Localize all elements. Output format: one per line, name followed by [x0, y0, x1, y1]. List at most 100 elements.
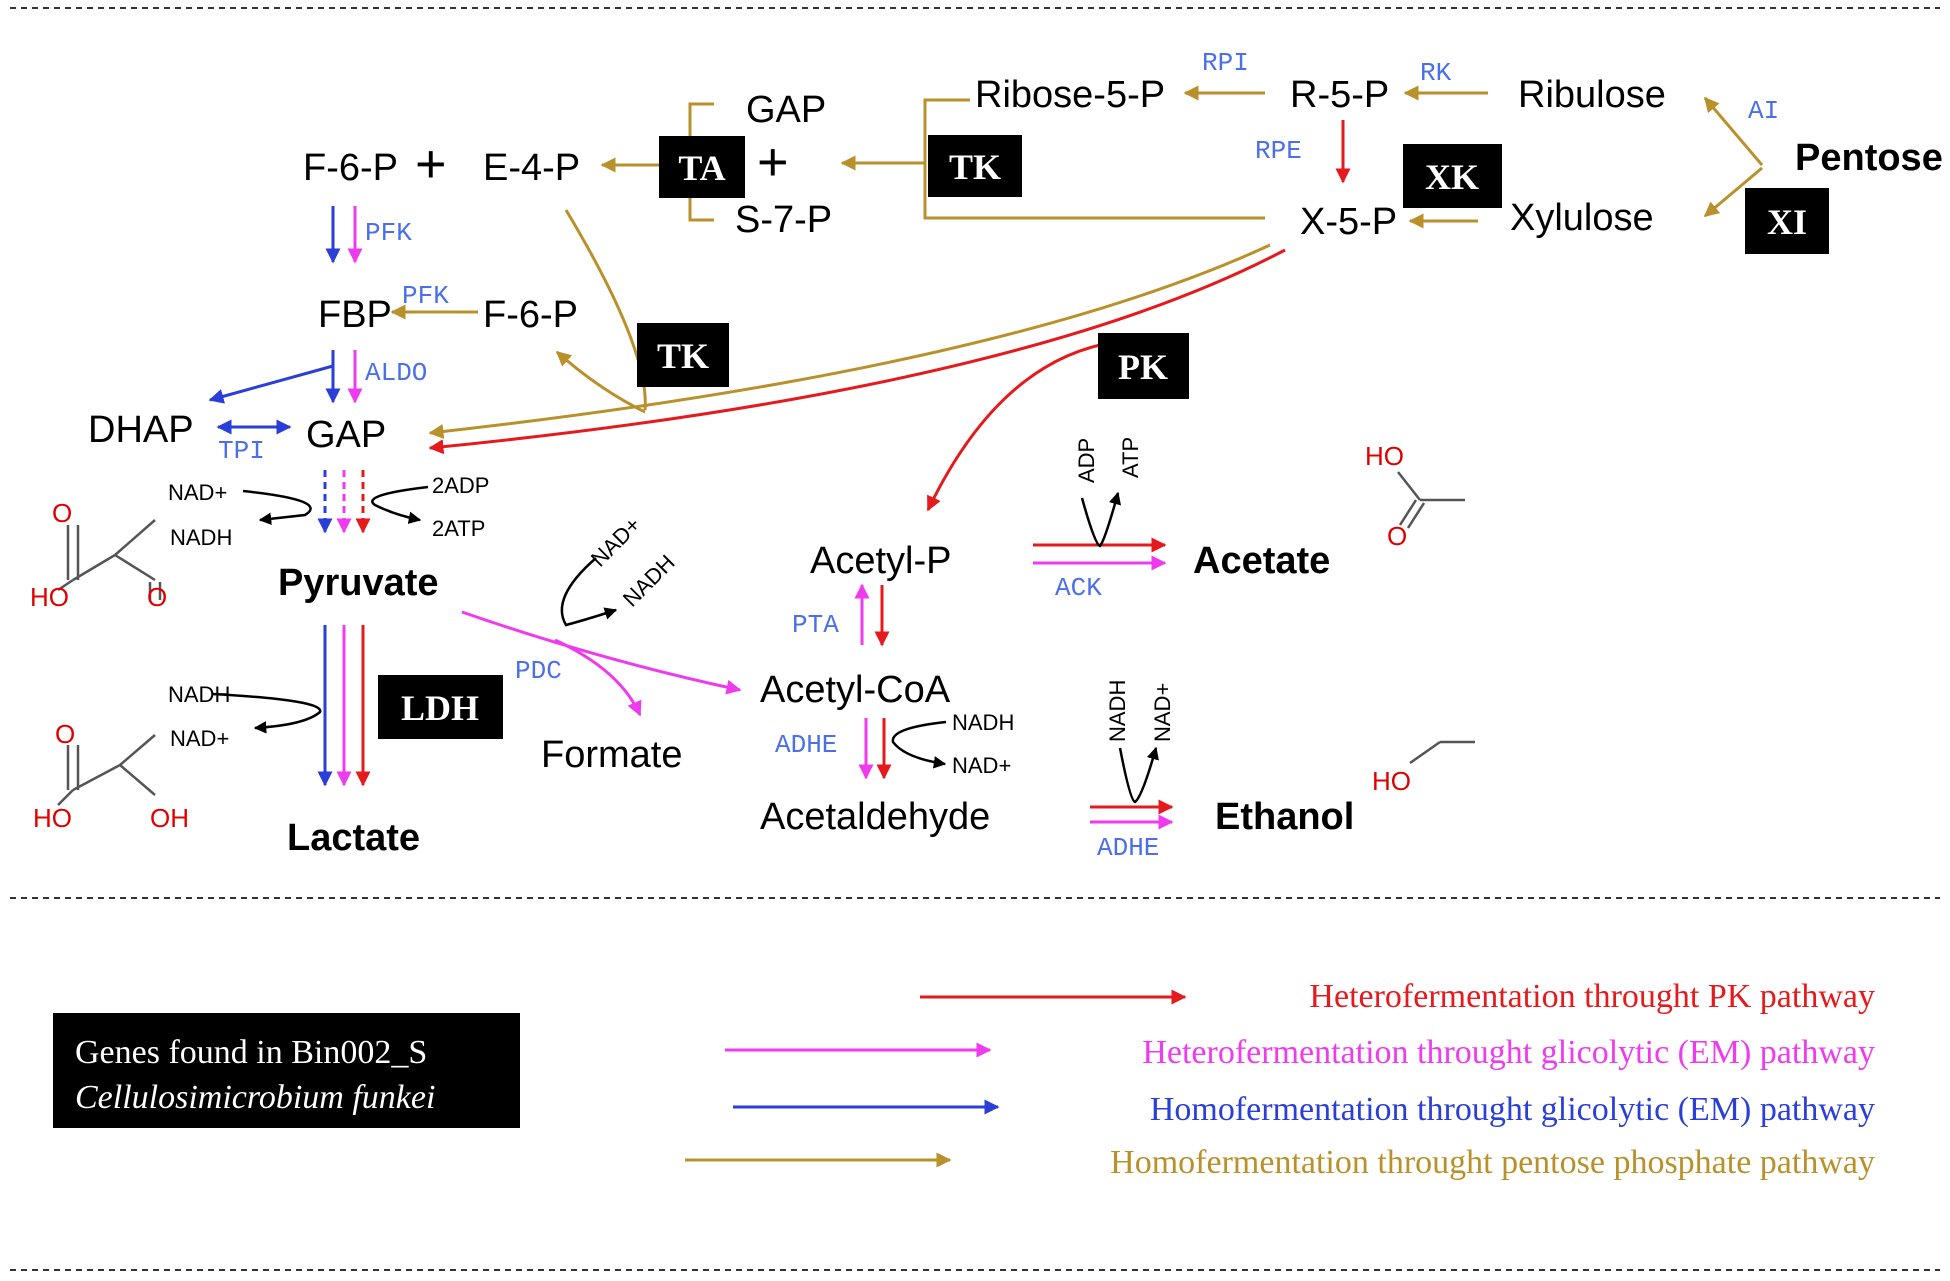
legend: Heterofermentation throught PK pathway H…	[685, 978, 1875, 1181]
enzyme-pfk-2: PFK	[402, 281, 449, 311]
enzyme-rpe: RPE	[1255, 136, 1302, 166]
pyruvate-o-label: O	[52, 498, 72, 528]
plus-sign-1: +	[415, 134, 447, 194]
metabolite-f6p-top: F-6-P	[303, 147, 398, 189]
tk-bracket	[923, 98, 1265, 220]
cofactor-nad-adhe: NAD+	[952, 753, 1011, 778]
metabolite-ribulose: Ribulose	[1518, 74, 1666, 116]
enzyme-ack: ACK	[1055, 573, 1102, 603]
metabolite-formate: Formate	[541, 734, 682, 776]
pyruvate-o2-label: O	[147, 582, 167, 612]
genes-found-box: Genes found in Bin002_S Cellulosimicrobi…	[53, 1013, 520, 1128]
acetate-ho-label: HO	[1365, 441, 1404, 471]
metabolite-acetate: Acetate	[1193, 540, 1330, 582]
gene-box-ta: TA	[659, 136, 745, 198]
cofactor-nadh-ldh: NADH	[168, 682, 230, 707]
legend-item-pentose: Homofermentation throught pentose phosph…	[685, 1144, 1875, 1181]
cof-arrow-ldh	[211, 692, 322, 734]
gene-box-xi: XI	[1745, 188, 1829, 254]
enzyme-adhe-2: ADHE	[1097, 833, 1159, 863]
cofactor-nadh-pdc: NADH	[618, 550, 680, 612]
cofactor-atp-gly: 2ATP	[432, 516, 485, 541]
svg-text:LDH: LDH	[401, 688, 479, 728]
ethanol-structure	[1409, 740, 1475, 765]
legend-label-pentose: Homofermentation throught pentose phosph…	[1110, 1144, 1875, 1181]
metabolite-acetyl-p: Acetyl-P	[810, 540, 951, 582]
pyruvate-ho-label: HO	[30, 582, 69, 612]
lactate-oh-label: OH	[150, 803, 189, 833]
legend-item-em-hetero: Heterofermentation throught glicolytic (…	[725, 1034, 1875, 1071]
gene-box-tk-2: TK	[637, 323, 729, 387]
lactate-structure	[57, 734, 156, 806]
cofactor-atp-ack: ATP	[1118, 437, 1143, 478]
genes-found-organism: Cellulosimicrobium funkei	[75, 1079, 435, 1116]
cofactor-nadh-gly: NADH	[170, 525, 232, 550]
svg-text:PK: PK	[1118, 347, 1168, 387]
legend-item-pk: Heterofermentation throught PK pathway	[920, 978, 1875, 1015]
metabolite-x5p: X-5-P	[1300, 201, 1397, 243]
arrow-pentose-ribulose	[1703, 96, 1764, 166]
legend-label-em-hetero: Heterofermentation throught glicolytic (…	[1142, 1034, 1875, 1071]
arrow-pdc-formate	[554, 638, 642, 717]
svg-text:TK: TK	[949, 147, 1001, 187]
enzyme-rk: RK	[1420, 58, 1452, 88]
cof-arrow-pdc	[560, 557, 618, 627]
cofactor-nad-pdc: NAD+	[586, 512, 646, 572]
metabolite-ribose5p: Ribose-5-P	[975, 74, 1165, 116]
svg-text:TK: TK	[657, 336, 709, 376]
enzyme-pta: PTA	[792, 610, 839, 640]
cof-arrow-ack	[1080, 491, 1122, 548]
tk2-path	[564, 209, 647, 411]
plus-sign-2: +	[757, 132, 789, 192]
enzyme-aldo: ALDO	[365, 358, 427, 388]
ethanol-ho-label: HO	[1372, 766, 1411, 796]
enzyme-tpi: TPI	[218, 436, 265, 466]
lactate-o-label: O	[55, 719, 75, 749]
cofactor-nadh-eth: NADH	[1105, 680, 1130, 742]
gene-box-xk: XK	[1403, 144, 1502, 208]
legend-label-pk: Heterofermentation throught PK pathway	[1309, 978, 1875, 1015]
svg-text:XI: XI	[1767, 202, 1807, 242]
metabolite-ethanol: Ethanol	[1215, 796, 1354, 838]
cof-arrow-nad-gly	[242, 489, 312, 525]
gene-box-ldh: LDH	[378, 675, 503, 739]
metabolite-gap: GAP	[306, 414, 386, 456]
enzyme-rpi: RPI	[1202, 48, 1249, 78]
enzyme-ai: AI	[1748, 96, 1779, 126]
cofactor-nadh-adhe: NADH	[952, 710, 1014, 735]
arrow-fbp-dhap	[208, 364, 334, 404]
metabolite-f6p-mid: F-6-P	[483, 294, 578, 336]
svg-text:XK: XK	[1425, 157, 1479, 197]
lactate-ho-label: HO	[33, 803, 72, 833]
enzyme-pfk-1: PFK	[365, 218, 412, 248]
enzyme-pdc: PDC	[515, 656, 562, 686]
svg-text:TA: TA	[678, 148, 725, 188]
acetate-structure	[1397, 471, 1465, 529]
cofactor-adp-ack: ADP	[1074, 438, 1099, 483]
metabolite-acetaldehyde: Acetaldehyde	[760, 796, 990, 838]
metabolite-lactate: Lactate	[287, 817, 420, 859]
gene-box-pk: PK	[1098, 333, 1189, 399]
cof-arrow-eth	[1118, 746, 1159, 804]
arrow-tk2-f6p	[555, 350, 646, 414]
cofactor-nad-ldh: NAD+	[170, 726, 229, 751]
enzyme-adhe-1: ADHE	[775, 730, 837, 760]
legend-item-em-homo: Homofermentation throught glicolytic (EM…	[733, 1091, 1875, 1128]
arrow-pk-acetylp	[926, 340, 1116, 512]
genes-found-title: Genes found in Bin002_S	[75, 1034, 427, 1071]
arrow-pentose-xylulose	[1703, 166, 1763, 218]
metabolite-pentose: Pentose	[1795, 137, 1943, 179]
metabolite-acetyl-coa: Acetyl-CoA	[760, 669, 951, 711]
metabolite-r5p: R-5-P	[1290, 74, 1389, 116]
metabolite-pyruvate: Pyruvate	[278, 562, 439, 604]
arrow-pyr-acetylcoa	[461, 610, 742, 695]
metabolite-s7p: S-7-P	[735, 199, 832, 241]
arrow-x5p-gap-gold	[428, 243, 1271, 439]
cof-arrow-adp-gly	[371, 485, 429, 524]
legend-label-em-homo: Homofermentation throught glicolytic (EM…	[1150, 1091, 1875, 1128]
cof-arrow-adhe	[891, 720, 947, 769]
metabolite-e4p: E-4-P	[483, 147, 580, 189]
metabolite-gap-top: GAP	[746, 89, 826, 131]
metabolite-xylulose: Xylulose	[1510, 197, 1654, 239]
